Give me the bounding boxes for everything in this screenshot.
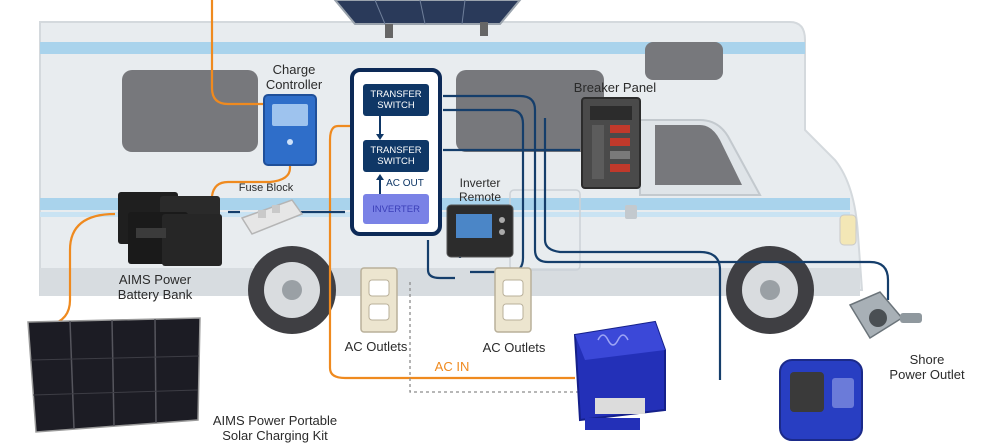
shore-power-outlet xyxy=(848,291,922,340)
rv-stripe-top xyxy=(40,42,805,54)
orange-wires xyxy=(49,0,575,380)
ac-outlet-1 xyxy=(360,267,398,333)
label-shore-power: Shore Power Outlet xyxy=(889,352,965,382)
label-inverter: INVERTER xyxy=(372,204,420,215)
label-solar-kit: AIMS Power Portable Solar Charging Kit xyxy=(212,413,338,443)
wheel-rear xyxy=(248,246,336,334)
label-ac-out: AC OUT xyxy=(386,178,424,189)
charge-controller xyxy=(263,94,317,166)
label-charge-controller: Charge Controller xyxy=(265,62,323,92)
label-transfer-switch-2: TRANSFER SWITCH xyxy=(370,145,422,167)
rv-window-mid xyxy=(456,70,604,152)
breaker-panel xyxy=(581,97,641,189)
label-fuse-block: Fuse Block xyxy=(238,182,294,194)
label-transfer-switch-1: TRANSFER SWITCH xyxy=(370,89,422,111)
wheel-front xyxy=(726,246,814,334)
rv-stripe-bottom xyxy=(40,198,850,210)
transfer-switch-2-box xyxy=(363,140,429,172)
inverter-charger-unit xyxy=(573,320,666,430)
fuse-block xyxy=(240,199,304,235)
label-breaker-panel: Breaker Panel xyxy=(573,80,657,95)
label-battery-bank: AIMS Power Battery Bank xyxy=(117,272,193,302)
label-ac-outlets-1: AC Outlets xyxy=(344,339,408,354)
inverter-remote xyxy=(446,204,514,258)
battery-bank xyxy=(118,192,222,266)
cab-window xyxy=(655,125,742,185)
inverter-panel xyxy=(350,68,442,236)
rv-window-over-cab xyxy=(645,42,723,80)
portable-generator xyxy=(779,359,863,441)
inverter-box xyxy=(363,194,429,224)
ac-in-dashed-line xyxy=(409,282,590,393)
label-ac-outlets-2: AC Outlets xyxy=(482,340,546,355)
label-inverter-remote: Inverter Remote xyxy=(458,176,502,204)
ac-outlet-2 xyxy=(494,267,532,333)
roof-solar-panel xyxy=(333,0,522,38)
portable-solar-panel xyxy=(27,317,201,433)
rv-window-left xyxy=(122,70,258,152)
transfer-switch-1-box xyxy=(363,84,429,116)
label-ac-in: AC IN xyxy=(434,359,470,374)
